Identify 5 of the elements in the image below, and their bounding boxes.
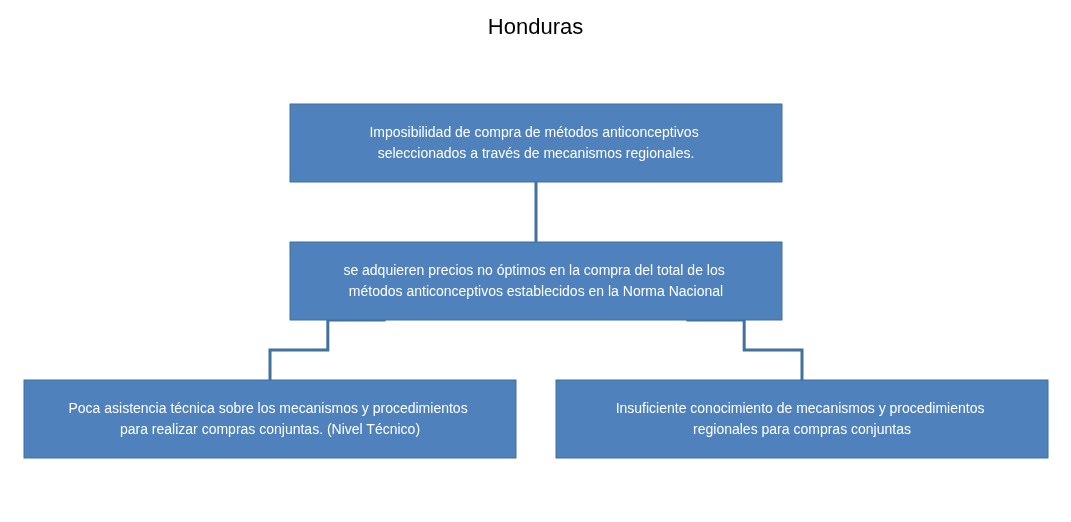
diagram-title: Honduras	[486, 14, 585, 40]
node-box: Poca asistencia técnica sobre los mecanismos y procedimientos para realizar compras conjuntas. (Nivel Técnico)	[23, 379, 516, 459]
node-box: se adquieren precios no óptimos en la compra del total de los métodos anticonceptivos establecidos en la Norma Nacional	[289, 241, 782, 321]
node-box: Imposibilidad de compra de métodos anticonceptivos seleccionados a través de mecanismos regionales.	[289, 103, 782, 183]
node-box: Insuficiente conocimiento de mecanismos y procedimientos regionales para compras conjuntas	[555, 379, 1048, 459]
